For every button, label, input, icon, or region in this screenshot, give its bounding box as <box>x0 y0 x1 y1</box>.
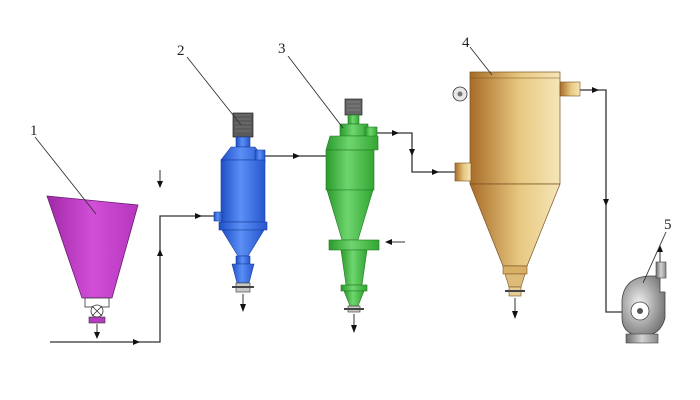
bag-filter-unit <box>452 46 581 319</box>
label-cyclone-blue: 2 <box>177 43 185 59</box>
fan-unit <box>621 231 667 344</box>
blue-cyclone-unit <box>186 56 268 312</box>
flow-arrows <box>133 87 663 345</box>
hopper-unit <box>34 136 139 339</box>
label-bag-filter: 4 <box>462 35 470 51</box>
label-fan: 5 <box>664 217 672 233</box>
green-cyclone-unit <box>287 55 380 333</box>
label-hopper: 1 <box>30 123 38 139</box>
label-cyclone-green: 3 <box>278 41 286 57</box>
